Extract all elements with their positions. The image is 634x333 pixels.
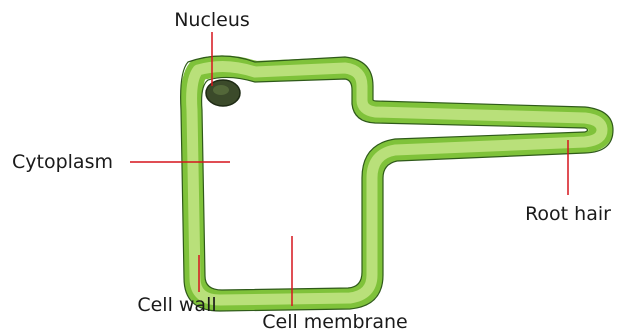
- label-cell-wall: Cell wall: [137, 294, 216, 316]
- label-nucleus: Nucleus: [174, 9, 250, 31]
- label-cell-membrane: Cell membrane: [262, 311, 408, 333]
- nucleus-highlight: [213, 85, 229, 95]
- label-root-hair: Root hair: [525, 203, 611, 225]
- label-cytoplasm: Cytoplasm: [12, 151, 113, 173]
